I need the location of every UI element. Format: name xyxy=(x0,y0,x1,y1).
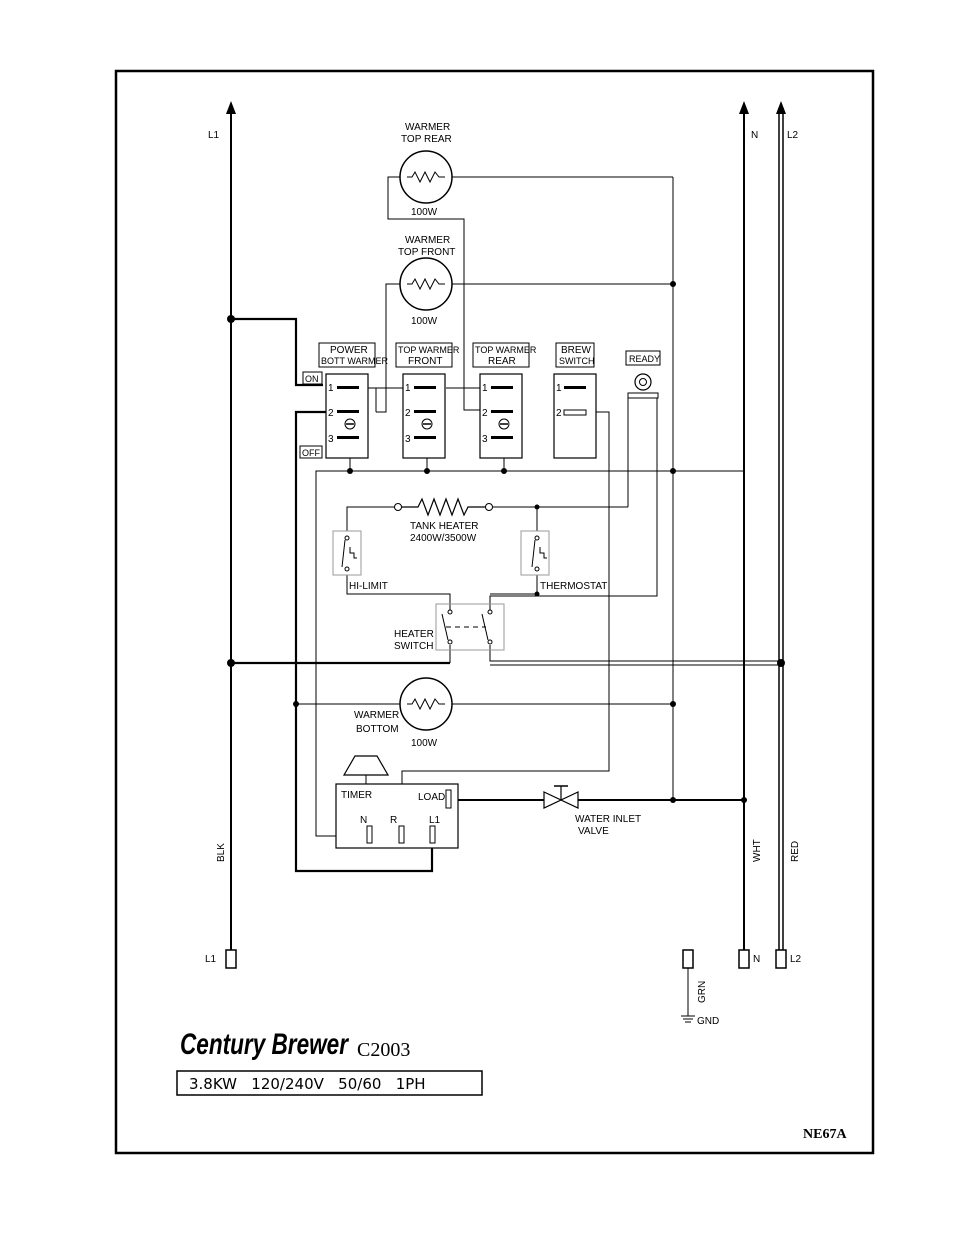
rail-l1 xyxy=(226,101,236,950)
spec-text: 3.8KW 120/240V 50/60 1PH xyxy=(189,1075,426,1093)
hi-limit-label: HI-LIMIT xyxy=(349,581,388,592)
thermostat-icon xyxy=(520,530,550,576)
switch-power-pos3: 3 xyxy=(328,434,334,445)
terminal-grn xyxy=(682,949,694,1016)
switch-brew-pos2: 2 xyxy=(556,408,562,419)
thermostat-label: THERMOSTAT xyxy=(540,581,607,592)
switch-top-rear-pos3: 3 xyxy=(482,434,488,445)
heater-switch-icon xyxy=(435,603,505,651)
heater-top-front xyxy=(399,257,453,311)
timer-l1: L1 xyxy=(429,815,441,826)
switch-top-rear-pos1: 1 xyxy=(482,383,488,394)
switch-top-front-pos1: 1 xyxy=(405,383,411,394)
switch-top-front-line2: FRONT xyxy=(408,356,442,367)
switch-power-line1: POWER xyxy=(330,345,368,356)
switch-power-pos2: 2 xyxy=(328,408,334,419)
brand-title: Century Brewer xyxy=(180,1028,350,1061)
terminal-gnd-label: GND xyxy=(697,1016,719,1027)
heater-top-front-line2: TOP FRONT xyxy=(398,247,455,258)
switch-top-rear-line2: REAR xyxy=(488,356,516,367)
switch-power xyxy=(325,373,369,459)
heater-bottom-line2: BOTTOM xyxy=(356,724,399,735)
timer-n: N xyxy=(360,815,367,826)
valve-line1: WATER INLET xyxy=(575,814,641,825)
switch-top-front-line1: TOP WARMER xyxy=(398,345,460,355)
terminal-l1 xyxy=(225,949,237,969)
model-number: C2003 xyxy=(357,1039,410,1061)
valve-line2: VALVE xyxy=(578,826,609,837)
timer-r: R xyxy=(390,815,397,826)
switch-brew xyxy=(553,373,597,459)
heater-top-rear-line2: TOP REAR xyxy=(401,134,452,145)
switch-brew-label-box xyxy=(555,342,595,368)
on-tag-box xyxy=(302,371,323,385)
junction-dots xyxy=(227,281,785,803)
heater-top-rear-watts: 100W xyxy=(411,207,438,218)
timer-icon xyxy=(335,755,459,849)
rail-n-label: N xyxy=(751,130,758,141)
terminal-n-label: N xyxy=(753,954,760,965)
tank-heater-line2: 2400W/3500W xyxy=(410,533,477,544)
heater-top-rear-line1: WARMER xyxy=(405,122,450,133)
heater-top-rear xyxy=(399,150,453,204)
heater-switch-line1: HEATER xyxy=(394,629,434,640)
heater-switch-line2: SWITCH xyxy=(394,641,433,652)
switch-top-rear xyxy=(479,373,523,459)
heater-top-front-watts: 100W xyxy=(411,316,438,327)
rail-wht-label: WHT xyxy=(752,839,763,862)
rail-l1-label: L1 xyxy=(208,130,220,141)
switch-top-rear-line1: TOP WARMER xyxy=(475,345,537,355)
timer-title: TIMER xyxy=(341,790,372,801)
switch-brew-line2: SWITCH xyxy=(559,356,595,366)
heater-bottom-line1: WARMER xyxy=(354,710,399,721)
switch-power-line2: BOTT WARMER xyxy=(321,356,388,366)
switch-top-front-pos2: 2 xyxy=(405,408,411,419)
ready-light-icon xyxy=(627,373,659,399)
tank-heater-icon xyxy=(394,497,493,517)
wires xyxy=(231,176,779,873)
switch-top-rear-label-box xyxy=(472,342,530,368)
switch-top-front-pos3: 3 xyxy=(405,434,411,445)
spec-box xyxy=(176,1070,483,1096)
off-tag: OFF xyxy=(302,448,320,458)
rail-n xyxy=(739,101,749,950)
heater-bottom-watts: 100W xyxy=(411,738,438,749)
off-tag-box xyxy=(299,445,323,459)
terminal-l2 xyxy=(775,949,787,969)
rail-l2 xyxy=(776,101,786,950)
tank-heater-line1: TANK HEATER xyxy=(410,521,479,532)
switch-power-label-box xyxy=(318,342,376,368)
switch-top-rear-pos2: 2 xyxy=(482,408,488,419)
rail-l2-label: L2 xyxy=(787,130,799,141)
heater-top-front-line1: WARMER xyxy=(405,235,450,246)
hi-limit-icon xyxy=(332,530,362,576)
switch-top-front-label-box xyxy=(395,342,453,368)
water-valve-icon xyxy=(543,785,579,809)
ground-icon xyxy=(681,1015,695,1023)
heater-bottom xyxy=(399,677,453,731)
switch-power-pos1: 1 xyxy=(328,383,334,394)
switch-brew-pos1: 1 xyxy=(556,383,562,394)
switch-top-front xyxy=(402,373,446,459)
rail-red-label: RED xyxy=(790,841,801,862)
terminal-l1-label: L1 xyxy=(205,954,217,965)
switch-brew-line1: BREW xyxy=(561,345,592,356)
on-tag: ON xyxy=(305,374,319,384)
terminal-l2-label: L2 xyxy=(790,954,802,965)
ready-label: READY xyxy=(629,354,660,364)
drawing-code: NE67A xyxy=(803,1127,847,1142)
ready-label-box xyxy=(625,350,661,366)
terminal-grn-label: GRN xyxy=(697,981,708,1003)
rail-blk-label: BLK xyxy=(216,843,227,862)
timer-load: LOAD xyxy=(418,792,445,803)
diagram-border xyxy=(114,69,875,1155)
terminal-n xyxy=(738,949,750,969)
